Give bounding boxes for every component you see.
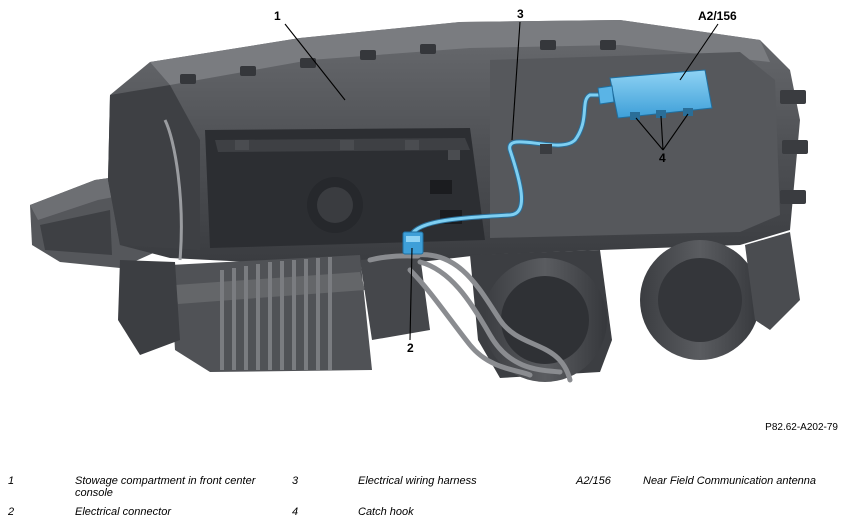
legend: 1 Stowage compartment in front center co… <box>0 470 848 524</box>
legend-text-a2-156: Near Field Communication antenna <box>643 475 817 487</box>
grey-cable-bundles <box>367 252 573 383</box>
legend-key-1: 1 <box>8 475 15 487</box>
legend-text-2: Electrical connector <box>75 506 171 518</box>
callout-a2-156: A2/156 <box>698 9 737 23</box>
electrical-wiring-harness <box>407 92 613 243</box>
legend-text-3: Electrical wiring harness <box>358 475 477 487</box>
callout-leaders <box>284 21 719 341</box>
technical-illustration: 1 3 2 4 A2/156 <box>30 7 808 383</box>
callout-4: 4 <box>659 151 666 165</box>
blower-drums <box>470 232 800 382</box>
callout-3: 3 <box>517 7 524 21</box>
callout-2: 2 <box>407 341 414 355</box>
heat-sink-module <box>118 255 430 372</box>
figure-id: P82.62-A202-79 <box>765 422 838 433</box>
electrical-connector <box>402 231 424 255</box>
legend-key-a2-156: A2/156 <box>576 475 611 487</box>
inner-panel <box>205 128 485 248</box>
legend-text-4: Catch hook <box>358 506 414 518</box>
legend-text-1: Stowage compartment in front center cons… <box>75 475 256 499</box>
callout-1: 1 <box>274 9 281 23</box>
left-wire <box>163 119 183 261</box>
catch-hooks <box>630 108 693 120</box>
legend-key-3: 3 <box>292 475 299 487</box>
nfc-antenna <box>597 69 713 120</box>
legend-key-4: 4 <box>292 506 299 518</box>
legend-key-2: 2 <box>8 506 15 518</box>
